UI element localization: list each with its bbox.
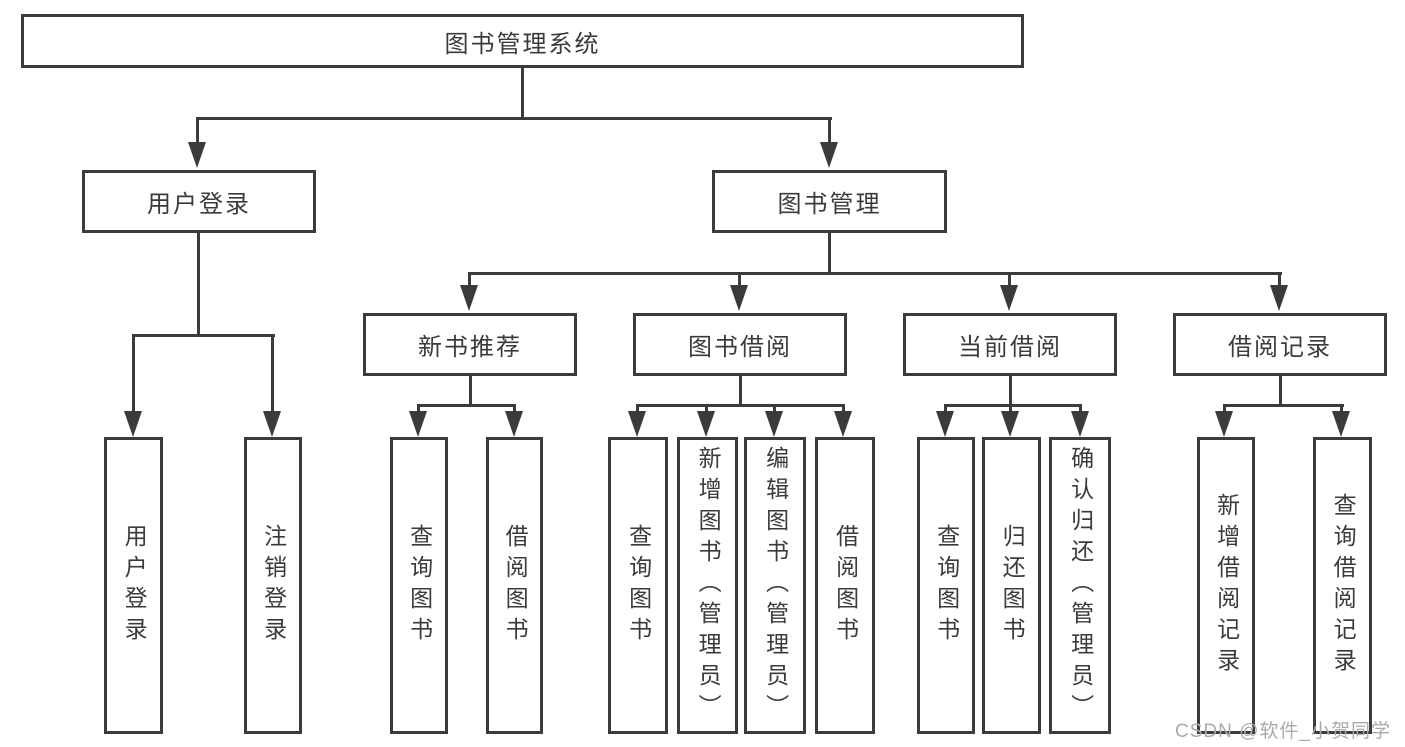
node-label: 图书借阅 <box>688 334 792 361</box>
node-user-login: 用户登录 <box>82 170 316 233</box>
leaf-label: 注销登录 <box>260 523 287 648</box>
connector-group1-rail <box>636 404 845 407</box>
node-label: 图书管理系统 <box>444 30 601 58</box>
connector-root-stem <box>521 66 524 118</box>
arrow-group1-child0 <box>628 404 646 437</box>
node-label: 新书推荐 <box>418 334 522 361</box>
leaf-return-books: 归还图书 <box>982 437 1041 734</box>
arrow-group0-child1 <box>505 404 523 437</box>
leaf-label: 编辑图书（管理员） <box>762 446 789 725</box>
node-book-borrow: 图书借阅 <box>633 313 847 376</box>
leaf-label: 用户登录 <box>121 523 148 648</box>
node-new-book-recommend: 新书推荐 <box>363 313 577 376</box>
arrow-to-logout-leaf <box>263 334 281 437</box>
node-book-mgmt: 图书管理 <box>712 170 947 233</box>
leaf-query-books-recommend: 查询图书 <box>390 437 448 734</box>
connector-group3-stem <box>1279 376 1282 406</box>
leaf-query-books-borrow: 查询图书 <box>608 437 668 734</box>
arrow-to-current-borrow <box>1000 272 1018 311</box>
arrow-group2-child1 <box>1001 404 1019 437</box>
leaf-borrow-books: 借阅图书 <box>815 437 875 734</box>
arrow-group0-child0 <box>409 404 427 437</box>
arrow-to-book-mgmt <box>820 117 838 168</box>
leaf-query-borrow-record: 查询借阅记录 <box>1313 437 1372 734</box>
connector-group2-stem <box>1009 376 1012 406</box>
leaf-label: 确认归还（管理员） <box>1067 446 1094 725</box>
leaf-label: 新增借阅记录 <box>1213 492 1240 679</box>
arrow-to-user-login <box>188 117 206 168</box>
node-current-borrow: 当前借阅 <box>903 313 1117 376</box>
node-library-management-system: 图书管理系统 <box>21 14 1024 68</box>
leaf-label: 查询借阅记录 <box>1330 492 1357 679</box>
connector-group2-rail <box>944 404 1082 407</box>
leaf-add-books-admin: 新增图书（管理员） <box>677 437 738 734</box>
csdn-watermark: CSDN @软件_小贺同学 <box>1175 721 1391 742</box>
arrow-group1-child2 <box>765 404 783 437</box>
arrow-group2-child0 <box>936 404 954 437</box>
leaf-query-books-current: 查询图书 <box>917 437 975 734</box>
leaf-label: 查询图书 <box>933 523 960 648</box>
arrow-group1-child3 <box>834 404 852 437</box>
leaf-add-borrow-record: 新增借阅记录 <box>1197 437 1255 734</box>
arrow-to-borrow-records <box>1270 272 1288 311</box>
connector-level1-rail <box>196 117 832 120</box>
arrow-to-new-book-recommend <box>460 272 478 311</box>
connector-group0-stem <box>469 376 472 406</box>
connector-mgmt-stem <box>828 233 831 274</box>
leaf-label: 借阅图书 <box>502 523 529 648</box>
node-label: 借阅记录 <box>1228 334 1332 361</box>
leaf-label: 归还图书 <box>999 523 1026 648</box>
leaf-label: 查询图书 <box>625 523 652 648</box>
connector-user-rail <box>132 334 275 337</box>
leaf-label: 借阅图书 <box>832 523 859 648</box>
arrow-to-book-borrow <box>730 272 748 311</box>
arrow-group1-child1 <box>697 404 715 437</box>
leaf-edit-books-admin: 编辑图书（管理员） <box>744 437 806 734</box>
connector-group3-rail <box>1223 404 1344 407</box>
leaf-user-login: 用户登录 <box>104 437 163 734</box>
connector-user-stem <box>197 233 200 337</box>
leaf-label: 新增图书（管理员） <box>695 446 722 725</box>
arrow-group2-child2 <box>1071 404 1089 437</box>
node-borrow-records: 借阅记录 <box>1173 313 1387 376</box>
leaf-borrow-books-recommend: 借阅图书 <box>486 437 543 734</box>
connector-level2-rail <box>468 272 1282 275</box>
arrow-to-user-login-leaf <box>124 334 142 437</box>
arrow-group3-child0 <box>1215 404 1233 437</box>
leaf-logout: 注销登录 <box>244 437 302 734</box>
leaf-confirm-return-admin: 确认归还（管理员） <box>1049 437 1111 734</box>
node-label: 图书管理 <box>777 191 882 218</box>
leaf-label: 查询图书 <box>406 523 433 648</box>
node-label: 用户登录 <box>147 191 251 218</box>
arrow-group3-child1 <box>1332 404 1350 437</box>
connector-group1-stem <box>739 376 742 406</box>
connector-group0-rail <box>417 404 516 407</box>
node-label: 当前借阅 <box>958 334 1062 361</box>
